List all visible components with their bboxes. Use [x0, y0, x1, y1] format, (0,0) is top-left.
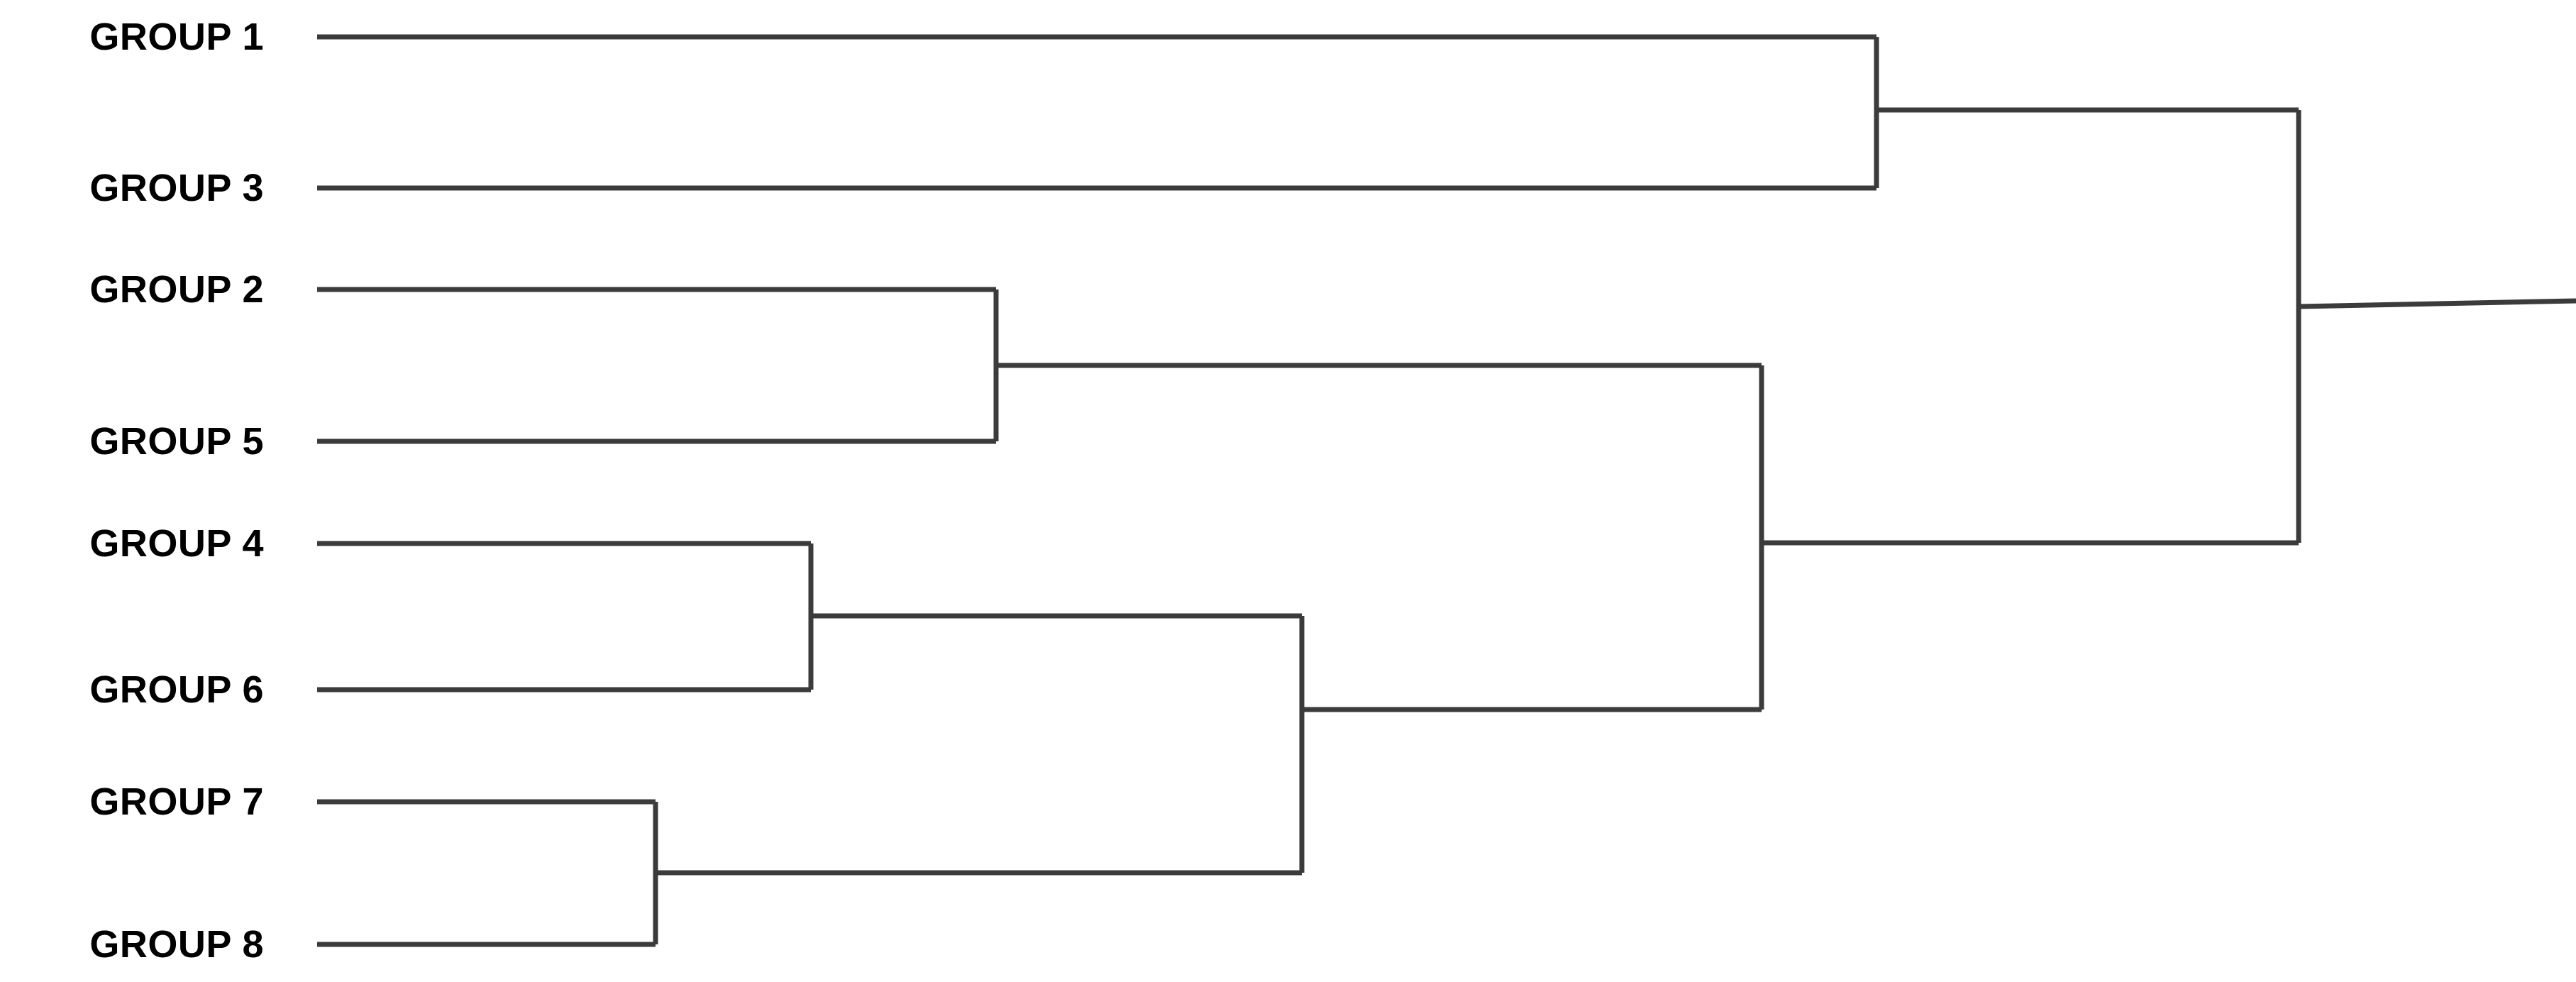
leaf-branch-group: [317, 34, 1876, 947]
root-stub: [2298, 298, 2576, 309]
leaf-label-group4: GROUP 4: [89, 522, 264, 565]
leaf-label-group2: GROUP 2: [89, 268, 264, 311]
leaf-label-group3: GROUP 3: [89, 167, 264, 209]
leaf-label-group6: GROUP 6: [89, 668, 264, 711]
leaf-label-group1: GROUP 1: [89, 16, 264, 58]
merge-branch-group: [653, 37, 2301, 944]
root-stub-group: [2298, 298, 2576, 309]
leaf-label-group5: GROUP 5: [89, 420, 264, 463]
leaf-label-group8: GROUP 8: [89, 923, 264, 966]
leaf-label-group7: GROUP 7: [89, 780, 264, 823]
